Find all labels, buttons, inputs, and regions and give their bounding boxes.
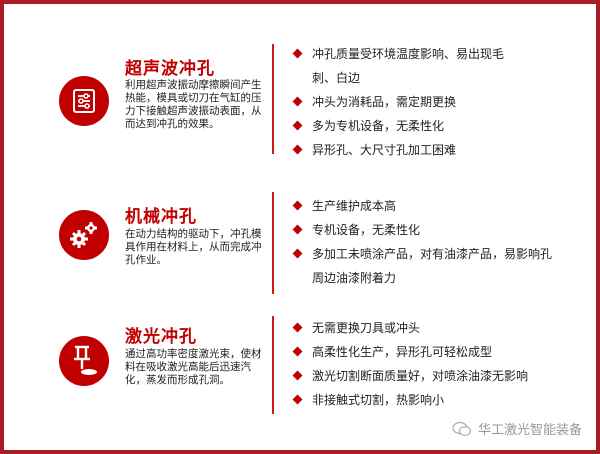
- brand-name: 华工激光智能装备: [477, 423, 582, 438]
- diamond-icon: [292, 248, 303, 259]
- section-mechanical: 机械冲孔 在动力结构的驱动下，冲孔模具作用在材料上，从而完成冲孔作业。 生产维护…: [4, 188, 596, 298]
- bullet-list: 生产维护成本高 专机设备，无柔性化 多加工未喷涂产品，对有油漆产品，易影响孔周边…: [292, 194, 592, 290]
- list-item: 专机设备，无柔性化: [292, 218, 592, 242]
- section-description: 利用超声波振动摩擦瞬间产生热能，模具或切刀在气缸的压力下接触超声波振动表面，从而…: [125, 79, 262, 130]
- diamond-icon: [292, 322, 303, 333]
- diamond-icon: [292, 224, 303, 235]
- diamond-icon: [292, 144, 303, 155]
- sliders-icon: [59, 76, 109, 126]
- watermark: 华工激光智能装备: [452, 419, 582, 438]
- pushpin-icon: [59, 336, 109, 386]
- list-item: 生产维护成本高: [292, 194, 592, 218]
- diamond-icon: [292, 370, 303, 381]
- gears-icon: [59, 210, 109, 260]
- list-item: 冲孔质量受环境温度影响、易出现毛刺、白边: [292, 42, 522, 90]
- diamond-icon: [292, 200, 303, 211]
- section-title: 激光冲孔: [125, 327, 197, 347]
- section-title: 超声波冲孔: [125, 59, 215, 79]
- diamond-icon: [292, 48, 303, 59]
- section-description: 在动力结构的驱动下，冲孔模具作用在材料上，从而完成冲孔作业。: [125, 228, 262, 266]
- list-item: 多为专机设备，无柔性化: [292, 114, 592, 138]
- list-item: 高柔性化生产，异形孔可轻松成型: [292, 340, 592, 364]
- wechat-icon: [452, 421, 472, 436]
- list-item: 无需更换刀具或冲头: [292, 316, 592, 340]
- section-description: 通过高功率密度激光束，使材料在吸收激光高能后迅速汽化，蒸发而形成孔洞。: [125, 348, 262, 386]
- diamond-icon: [292, 96, 303, 107]
- list-item: 激光切割断面质量好，对喷涂油漆无影响: [292, 364, 592, 388]
- list-item: 冲头为消耗品，需定期更换: [292, 90, 592, 114]
- list-item: 异形孔、大尺寸孔加工困难: [292, 138, 592, 162]
- list-item: 非接触式切割，热影响小: [292, 388, 592, 412]
- list-item: 多加工未喷涂产品，对有油漆产品，易影响孔周边油漆附着力: [292, 242, 562, 290]
- diamond-icon: [292, 346, 303, 357]
- divider: [272, 316, 274, 414]
- diamond-icon: [292, 394, 303, 405]
- section-ultrasonic: 超声波冲孔 利用超声波振动摩擦瞬间产生热能，模具或切刀在气缸的压力下接触超声波振…: [4, 40, 596, 160]
- section-title: 机械冲孔: [125, 207, 197, 227]
- divider: [272, 44, 274, 154]
- section-laser: 激光冲孔 通过高功率密度激光束，使材料在吸收激光高能后迅速汽化，蒸发而形成孔洞。…: [4, 312, 596, 422]
- divider: [272, 192, 274, 294]
- bullet-list: 无需更换刀具或冲头 高柔性化生产，异形孔可轻松成型 激光切割断面质量好，对喷涂油…: [292, 316, 592, 412]
- diamond-icon: [292, 120, 303, 131]
- bullet-list: 冲孔质量受环境温度影响、易出现毛刺、白边 冲头为消耗品，需定期更换 多为专机设备…: [292, 42, 592, 162]
